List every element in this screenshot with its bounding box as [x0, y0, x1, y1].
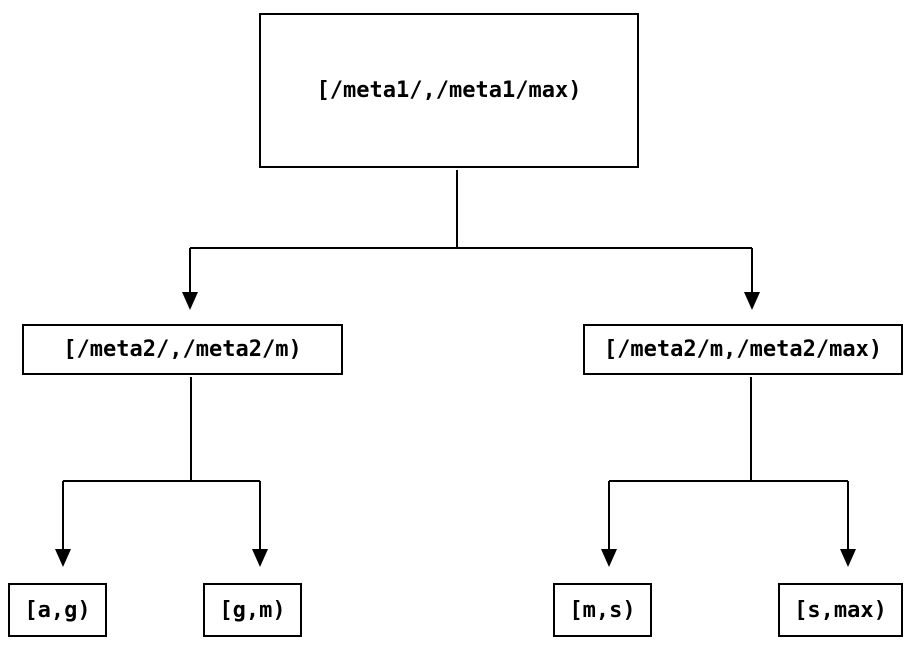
leaf-range-s-max: [s,max) — [778, 583, 903, 637]
node-meta2-right-range: [/meta2/m,/meta2/max) — [583, 324, 903, 375]
arrow-down-icon — [744, 292, 760, 310]
edge-root-to-children — [182, 170, 760, 310]
arrow-down-icon — [182, 292, 198, 310]
arrow-down-icon — [840, 549, 856, 567]
leaf-range-a-g: [a,g) — [8, 583, 107, 637]
node-meta2-left-range: [/meta2/,/meta2/m) — [22, 324, 343, 375]
arrow-down-icon — [252, 549, 268, 567]
node-root-range: [/meta1/,/meta1/max) — [259, 13, 639, 168]
arrow-down-icon — [55, 549, 71, 567]
leaf-range-m-s: [m,s) — [553, 583, 652, 637]
leaf-range-g-m: [g,m) — [203, 583, 302, 637]
edge-right-node-to-leaves — [601, 377, 856, 567]
edge-left-node-to-leaves — [55, 377, 268, 567]
arrow-down-icon — [601, 549, 617, 567]
